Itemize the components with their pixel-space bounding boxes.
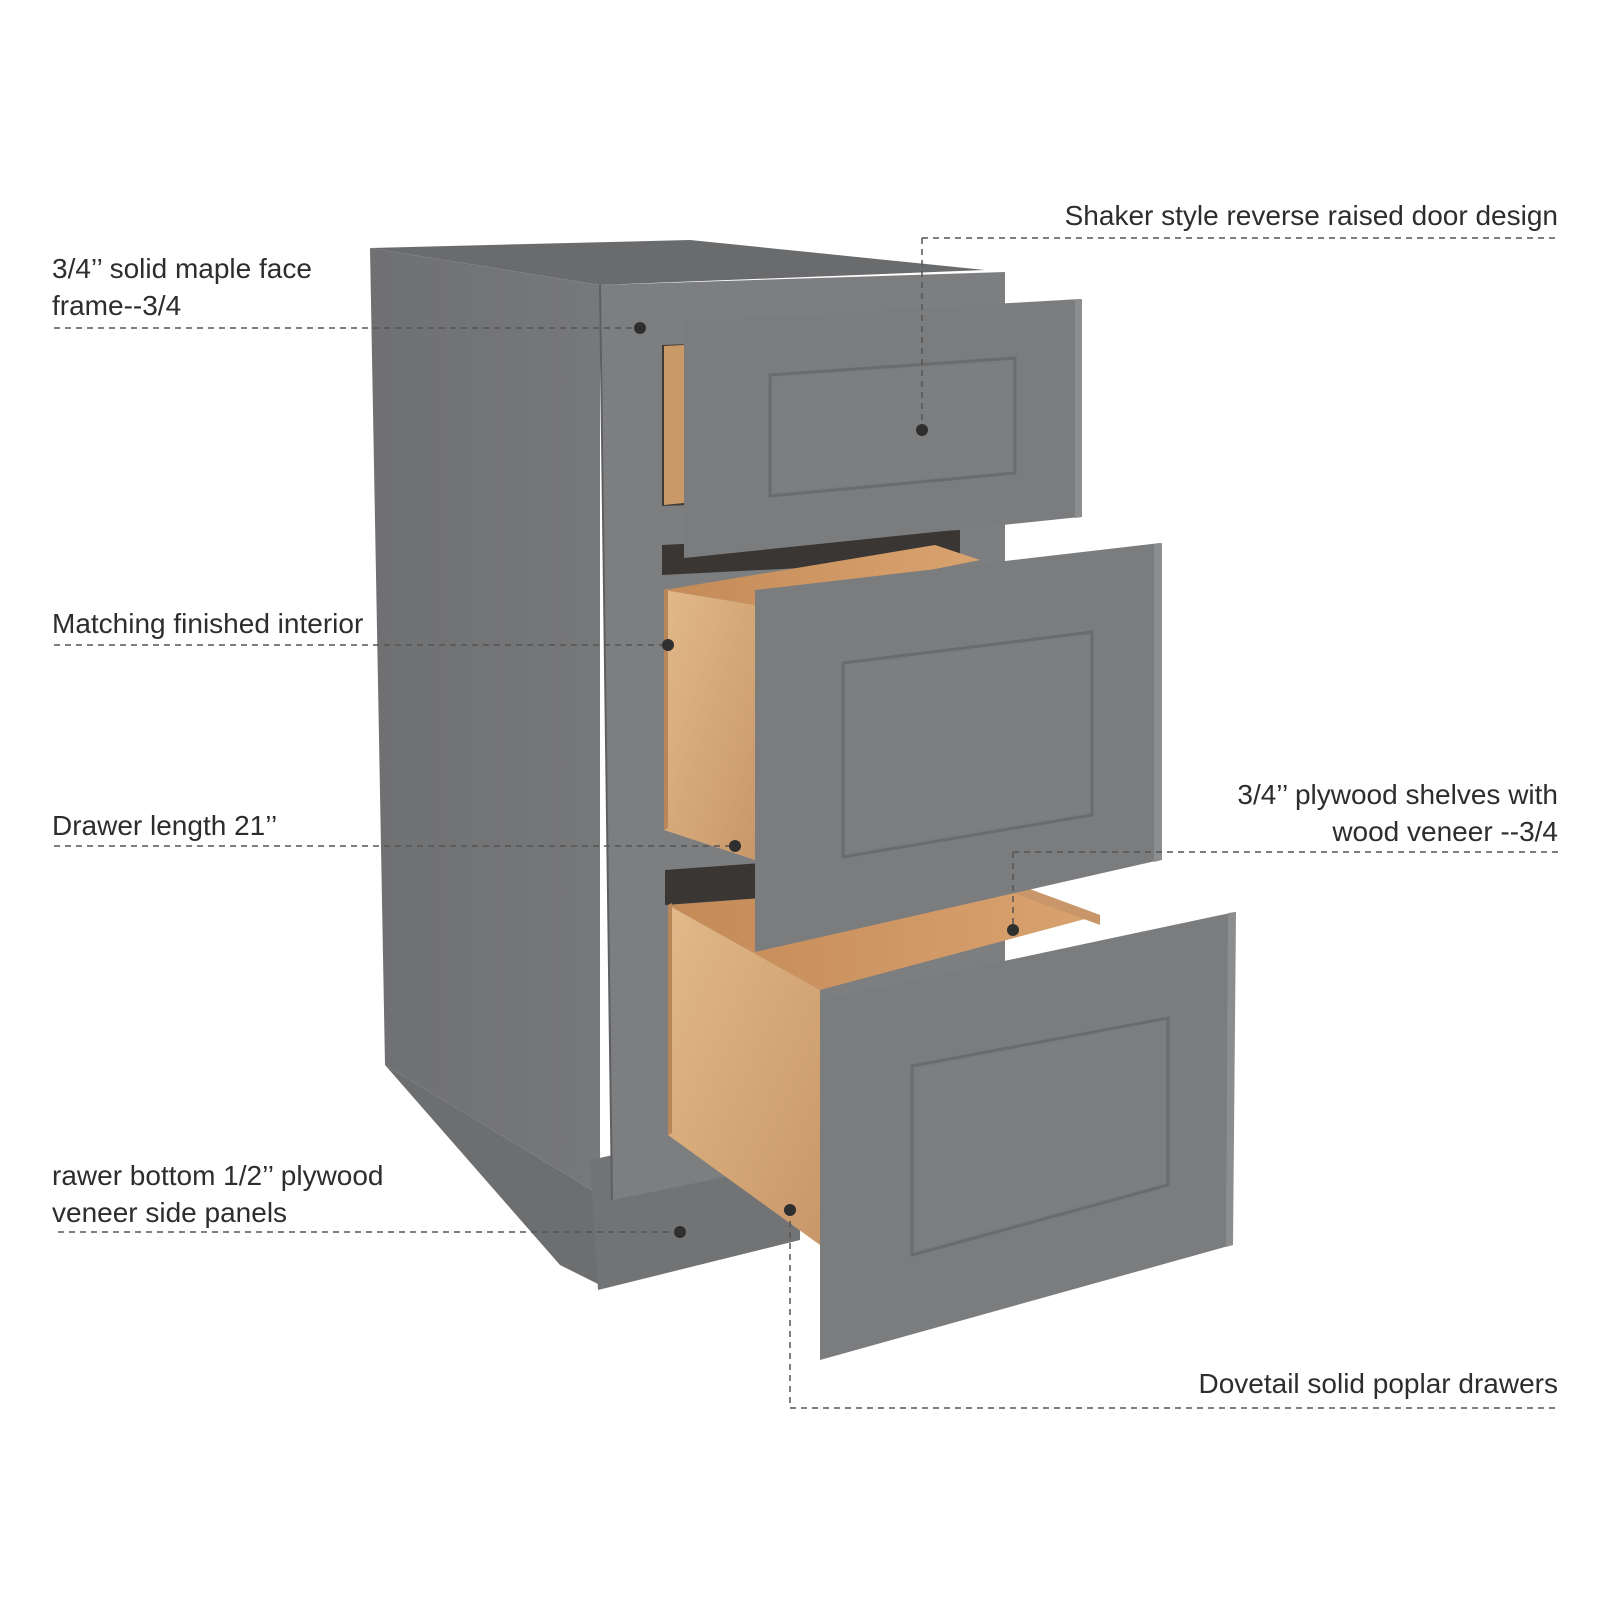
callout-drawers: Dovetail solid poplar drawers <box>1198 1365 1558 1402</box>
leader-lines <box>54 237 1558 1409</box>
callout-shelves: 3/4’’ plywood shelves with wood veneer -… <box>1237 776 1558 850</box>
callout-dots <box>634 322 1019 1238</box>
callout-face-frame-line1: 3/4’’ solid maple face <box>52 253 312 284</box>
middle-drawer-side <box>664 590 755 860</box>
bottom-drawer-front <box>820 912 1236 1360</box>
middle-drawer-front <box>755 543 1162 952</box>
callout-interior-line1: Matching finished interior <box>52 608 364 639</box>
callout-interior: Matching finished interior <box>52 605 363 642</box>
callout-face-frame: 3/4’’ solid maple face frame--3/4 <box>52 250 312 324</box>
cabinet-top <box>370 240 985 285</box>
callout-door-design: Shaker style reverse raised door design <box>1065 197 1558 234</box>
cabinet-side-panel <box>370 248 600 1195</box>
callout-shelves-line1: 3/4’’ plywood shelves with <box>1237 779 1558 810</box>
callout-shelves-line2: wood veneer --3/4 <box>1332 816 1558 847</box>
callout-drawer-length: Drawer length 21’’ <box>52 807 277 844</box>
toe-kick <box>385 1065 600 1285</box>
callout-drawer-bottom-line2: veneer side panels <box>52 1197 288 1228</box>
callout-drawers-line1: Dovetail solid poplar drawers <box>1198 1368 1558 1399</box>
top-drawer-front <box>684 299 1082 558</box>
callout-drawer-length-line1: Drawer length 21’’ <box>52 810 278 841</box>
bottom-drawer-side <box>668 905 820 1245</box>
callout-drawer-bottom: rawer bottom 1/2’’ plywood veneer side p… <box>52 1157 384 1231</box>
callout-drawer-bottom-line1: rawer bottom 1/2’’ plywood <box>52 1160 384 1191</box>
callout-face-frame-line2: frame--3/4 <box>52 290 182 321</box>
middle-drawer-floor <box>664 545 980 605</box>
callout-door-design-line1: Shaker style reverse raised door design <box>1064 200 1558 231</box>
